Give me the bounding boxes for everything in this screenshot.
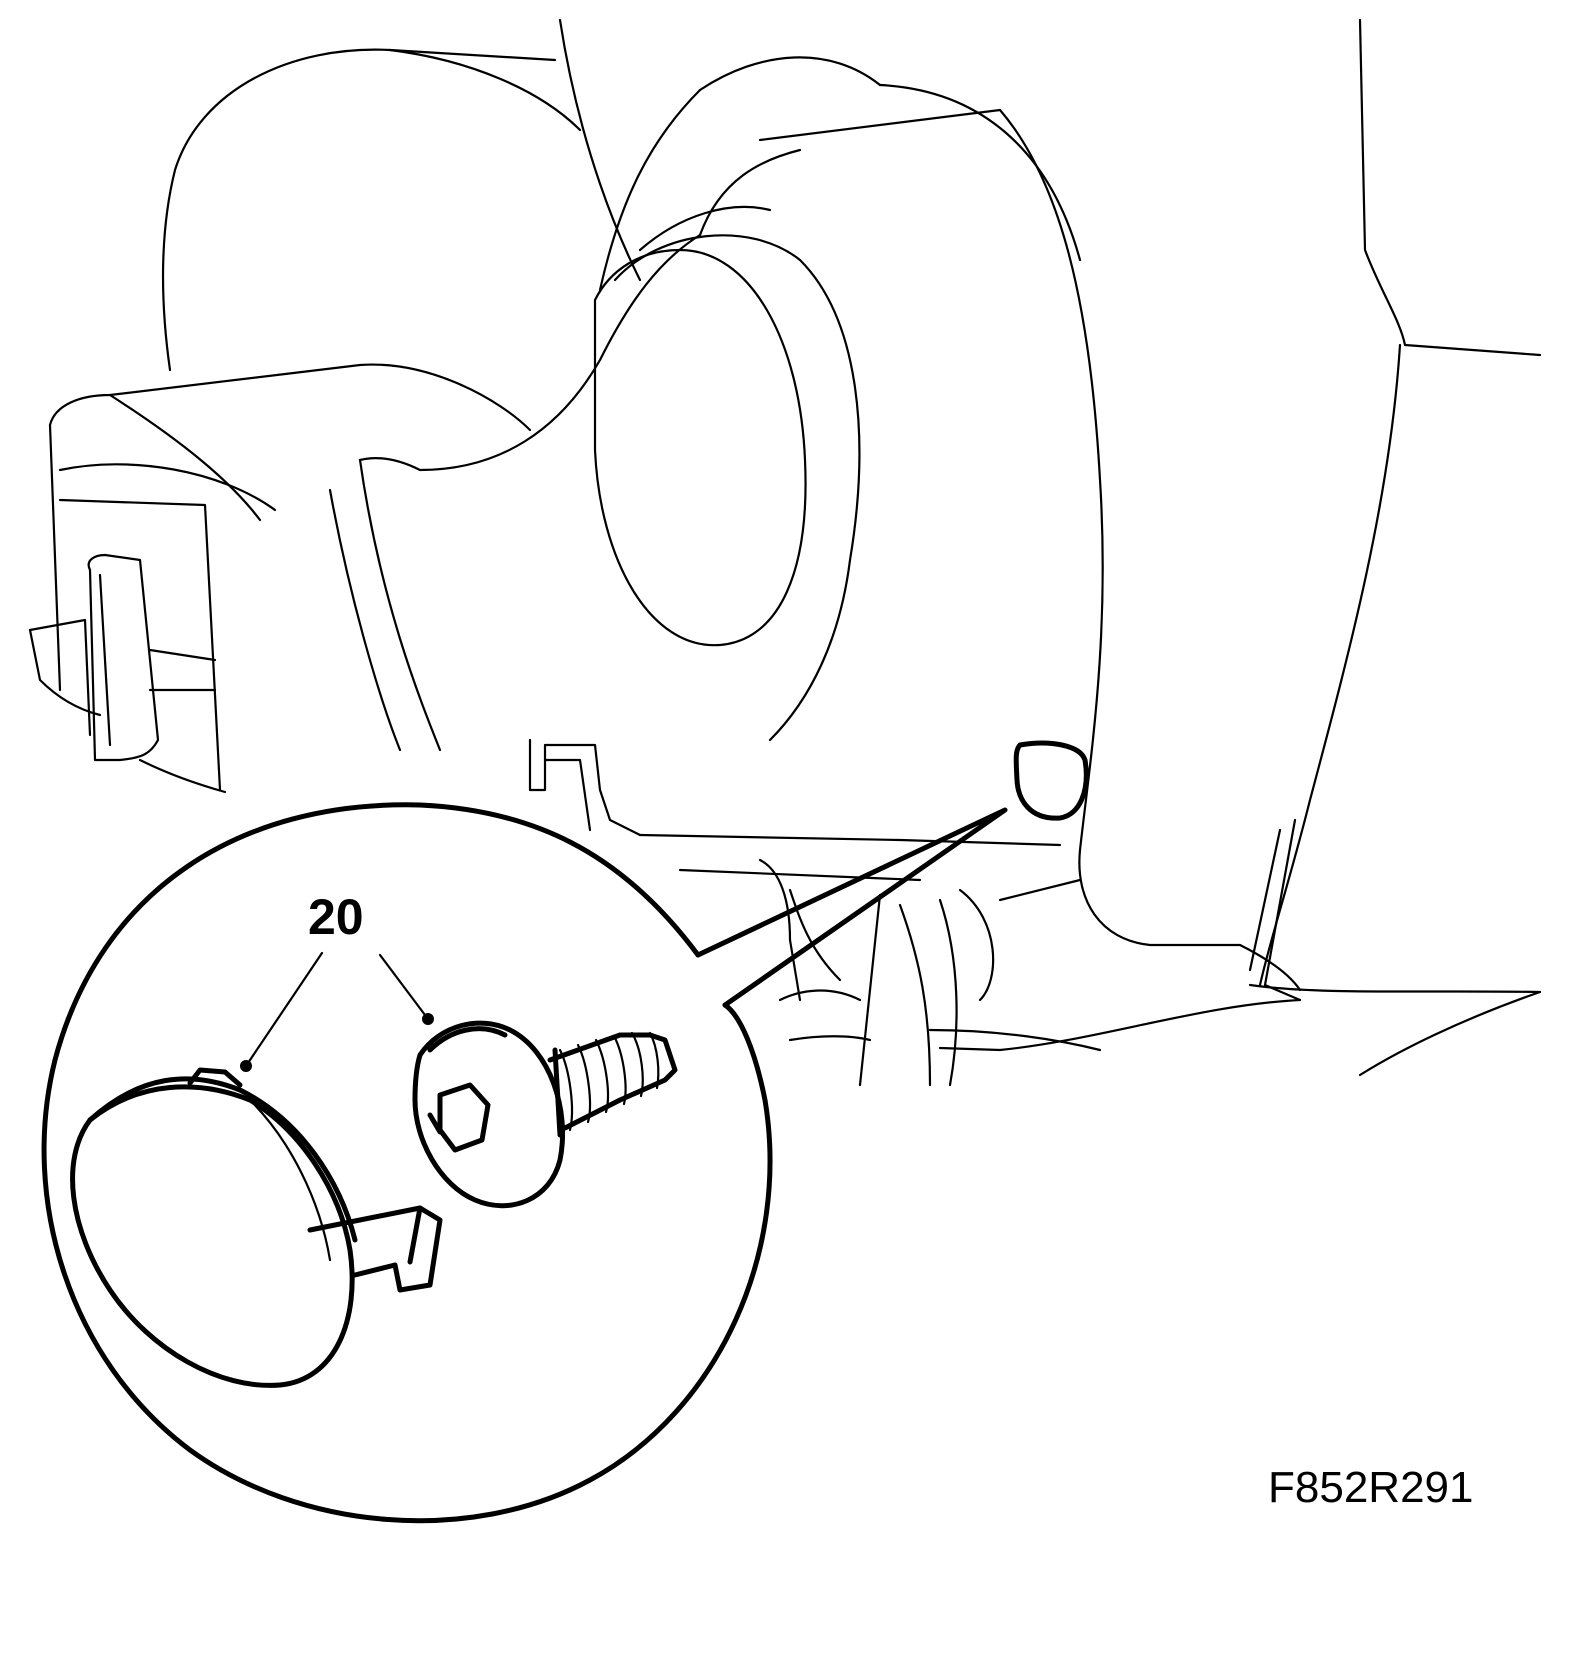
bumper-housing (28, 18, 702, 794)
underside-details (528, 738, 1102, 1087)
callout-number: 20 (308, 889, 364, 945)
cap-location-ring (1013, 740, 1089, 821)
figure-code: F852R291 (1268, 1463, 1474, 1512)
screw (412, 1020, 678, 1209)
body-panel (938, 18, 1542, 1077)
detail-circle (41, 802, 773, 1524)
callout-leaders (240, 951, 434, 1072)
cover-cap (70, 1067, 443, 1388)
detail-pointer (695, 807, 1008, 1008)
exhaust-pipe (593, 56, 1082, 742)
